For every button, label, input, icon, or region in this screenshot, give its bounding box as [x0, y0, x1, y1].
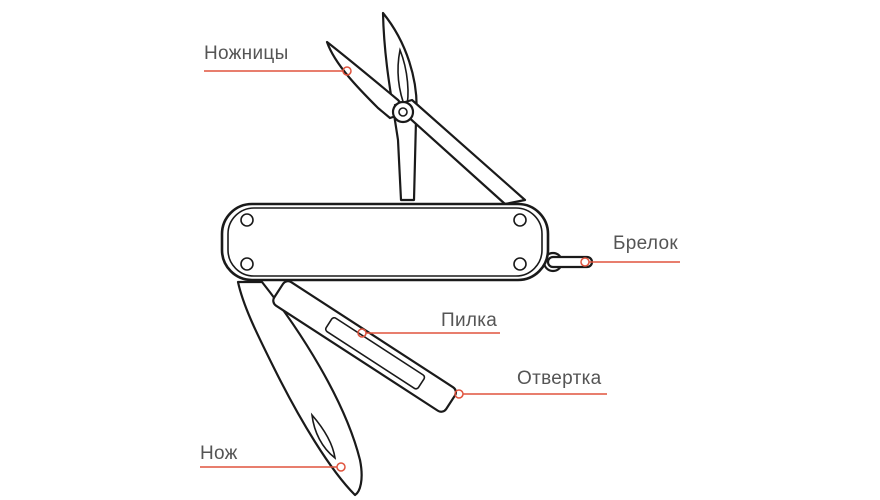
label-keyring: Брелок [613, 233, 678, 254]
label-screwdriver: Отвертка [517, 368, 602, 389]
label-knife: Нож [200, 443, 238, 464]
screwdriver-marker [454, 389, 464, 399]
knife-body [220, 202, 550, 282]
file-marker [357, 328, 367, 338]
label-scissors: Ножницы [204, 43, 289, 64]
keyring-marker [580, 257, 590, 267]
knife-marker [336, 462, 346, 472]
scissors-marker [342, 66, 352, 76]
label-file: Пилка [441, 310, 498, 331]
nail-file [272, 280, 457, 413]
keyring [542, 251, 594, 273]
